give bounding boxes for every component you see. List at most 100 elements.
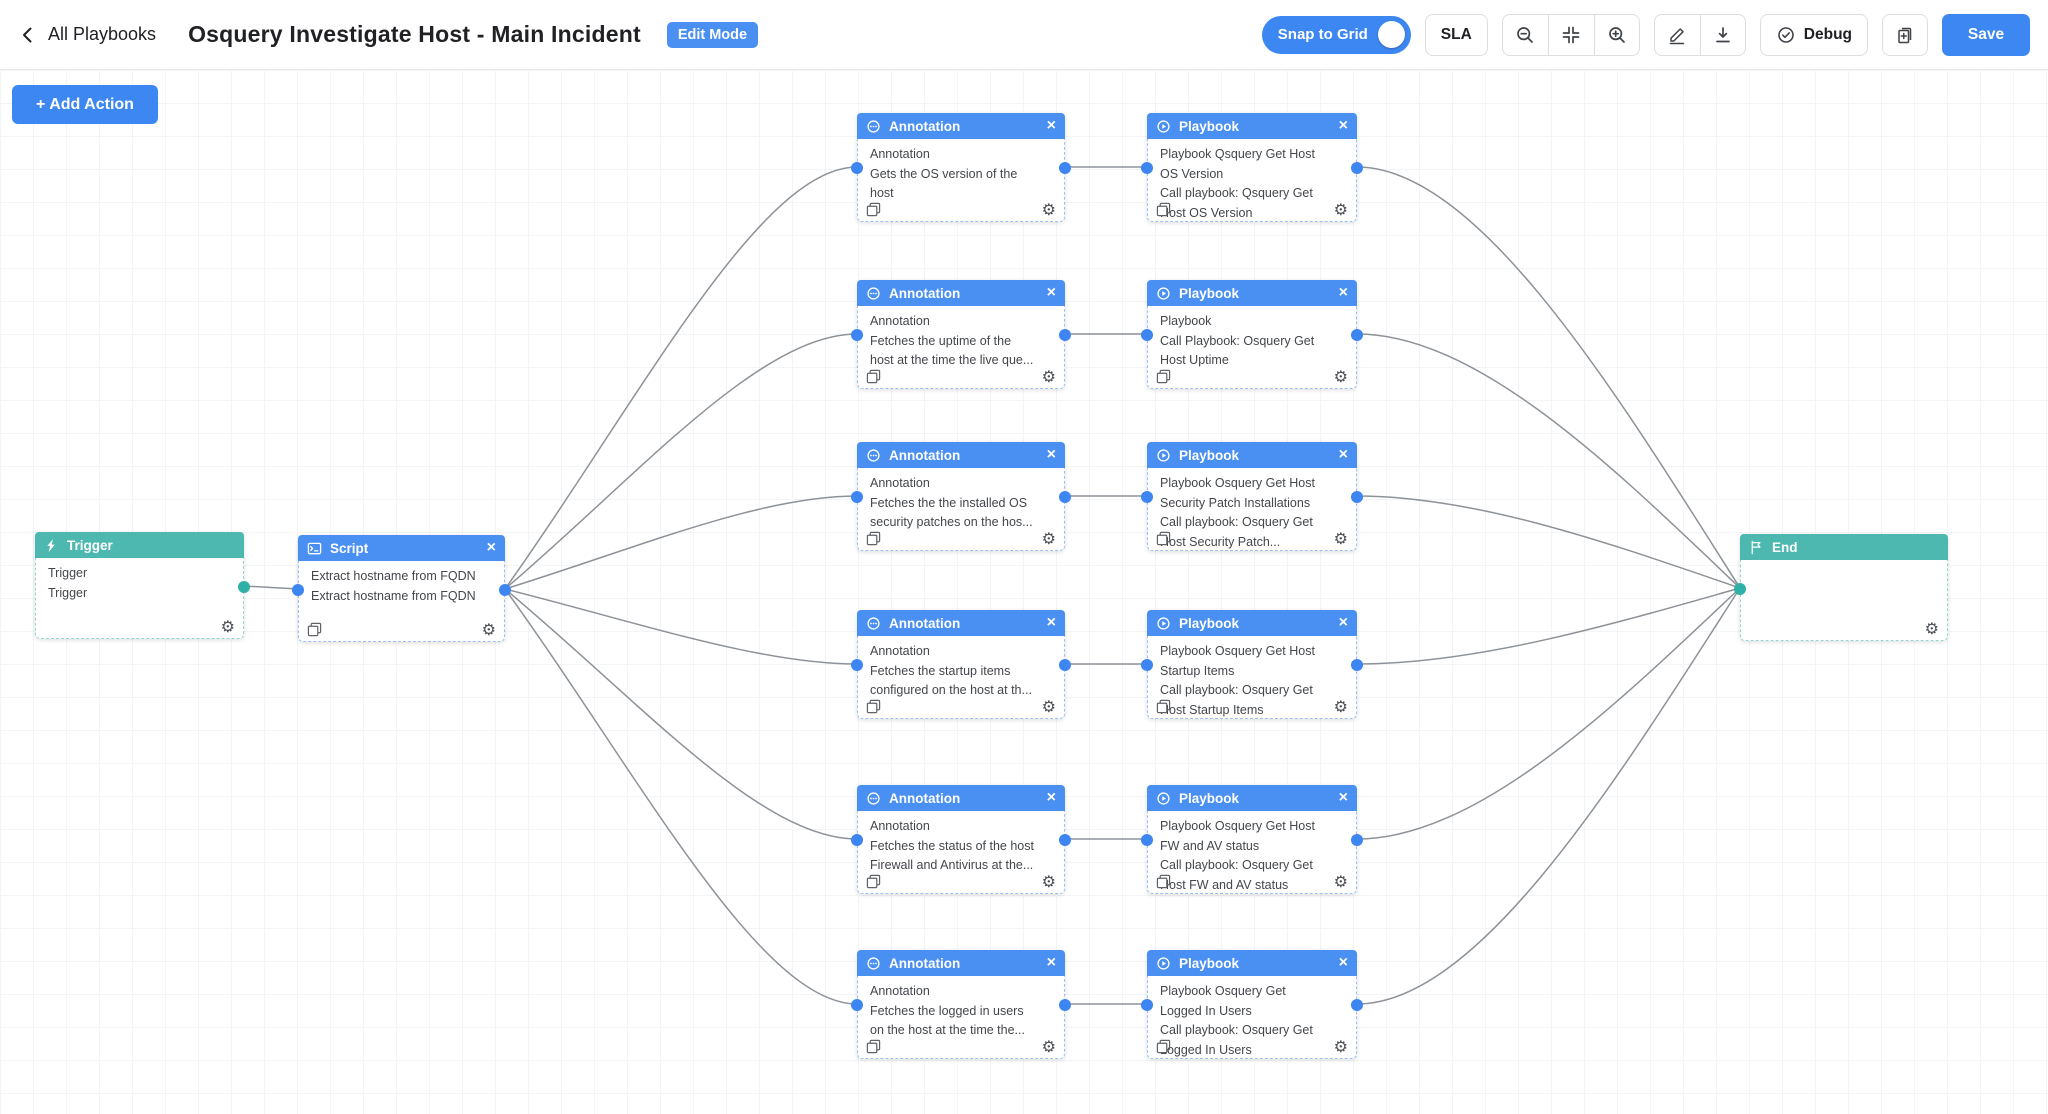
node-header[interactable]: Annotation × [857, 113, 1065, 139]
add-action-button[interactable]: + Add Action [12, 85, 158, 124]
input-connector[interactable] [1141, 329, 1153, 341]
node-playbook-1[interactable]: Playbook × Playbook Qsquery Get Host OS … [1141, 113, 1363, 222]
close-icon[interactable]: × [1046, 117, 1056, 134]
close-icon[interactable]: × [1046, 614, 1056, 631]
node-header[interactable]: Playbook × [1147, 950, 1357, 976]
node-script[interactable]: Script × Extract hostname from FQDN Extr… [292, 535, 511, 642]
copy-icon[interactable] [866, 1039, 881, 1054]
output-connector[interactable] [1059, 834, 1071, 846]
node-header[interactable]: Annotation × [857, 280, 1065, 306]
playbook-canvas[interactable]: + Add Action Trigger Trigger Trigger ⚙ S… [0, 70, 2048, 1114]
output-connector[interactable] [1059, 162, 1071, 174]
draw-button[interactable] [1653, 13, 1700, 56]
settings-gear-icon[interactable]: ⚙ [1333, 531, 1348, 548]
node-header[interactable]: Trigger [35, 532, 244, 558]
settings-gear-icon[interactable]: ⚙ [1041, 1039, 1056, 1056]
output-connector[interactable] [1059, 659, 1071, 671]
input-connector[interactable] [851, 491, 863, 503]
close-icon[interactable]: × [1046, 284, 1056, 301]
close-icon[interactable]: × [1338, 117, 1348, 134]
close-icon[interactable]: × [1338, 446, 1348, 463]
node-trigger[interactable]: Trigger Trigger Trigger ⚙ [35, 532, 250, 639]
node-annotation-6[interactable]: Annotation × Annotation Fetches the logg… [851, 950, 1071, 1059]
node-playbook-4[interactable]: Playbook × Playbook Osquery Get Host Sta… [1141, 610, 1363, 719]
node-header[interactable]: Playbook × [1147, 280, 1357, 306]
settings-gear-icon[interactable]: ⚙ [481, 622, 496, 639]
close-icon[interactable]: × [1338, 789, 1348, 806]
close-icon[interactable]: × [1046, 446, 1056, 463]
copy-icon[interactable] [866, 202, 881, 217]
input-connector[interactable] [851, 329, 863, 341]
node-header[interactable]: Playbook × [1147, 610, 1357, 636]
node-annotation-2[interactable]: Annotation × Annotation Fetches the upti… [851, 280, 1071, 389]
copy-icon[interactable] [1156, 202, 1171, 217]
node-header[interactable]: Script × [298, 535, 505, 561]
input-connector[interactable] [1141, 999, 1153, 1011]
copy-icon[interactable] [1156, 531, 1171, 546]
node-end[interactable]: End ⚙ [1734, 534, 1948, 641]
node-header[interactable]: Playbook × [1147, 113, 1357, 139]
node-annotation-3[interactable]: Annotation × Annotation Fetches the the … [851, 442, 1071, 551]
node-header[interactable]: End [1740, 534, 1948, 560]
save-button[interactable]: Save [1942, 13, 2030, 56]
input-connector[interactable] [1141, 162, 1153, 174]
input-connector[interactable] [851, 659, 863, 671]
copy-icon[interactable] [307, 622, 322, 637]
input-connector[interactable] [851, 834, 863, 846]
snap-to-grid-toggle[interactable]: Snap to Grid [1261, 15, 1411, 54]
node-header[interactable]: Annotation × [857, 785, 1065, 811]
output-connector[interactable] [1351, 834, 1363, 846]
settings-gear-icon[interactable]: ⚙ [1041, 699, 1056, 716]
input-connector[interactable] [1141, 834, 1153, 846]
node-playbook-5[interactable]: Playbook × Playbook Osquery Get Host FW … [1141, 785, 1363, 894]
zoom-out-button[interactable] [1501, 13, 1548, 56]
node-header[interactable]: Annotation × [857, 950, 1065, 976]
input-connector[interactable] [292, 584, 304, 596]
settings-gear-icon[interactable]: ⚙ [1924, 621, 1939, 638]
input-connector[interactable] [1141, 491, 1153, 503]
node-header[interactable]: Annotation × [857, 442, 1065, 468]
node-annotation-1[interactable]: Annotation × Annotation Gets the OS vers… [851, 113, 1071, 222]
toggle-knob[interactable] [1377, 21, 1405, 48]
close-icon[interactable]: × [1046, 954, 1056, 971]
settings-gear-icon[interactable]: ⚙ [1041, 874, 1056, 891]
input-connector[interactable] [851, 162, 863, 174]
close-icon[interactable]: × [1338, 954, 1348, 971]
settings-gear-icon[interactable]: ⚙ [1333, 1039, 1348, 1056]
node-header[interactable]: Playbook × [1147, 785, 1357, 811]
copy-icon[interactable] [1156, 369, 1171, 384]
settings-gear-icon[interactable]: ⚙ [1333, 699, 1348, 716]
output-connector[interactable] [1059, 329, 1071, 341]
input-connector[interactable] [851, 999, 863, 1011]
copy-icon[interactable] [1156, 1039, 1171, 1054]
back-to-playbooks-button[interactable]: All Playbooks [18, 24, 156, 45]
output-connector[interactable] [1351, 162, 1363, 174]
input-connector[interactable] [1141, 659, 1153, 671]
new-document-button[interactable] [1882, 13, 1928, 56]
node-header[interactable]: Playbook × [1147, 442, 1357, 468]
node-playbook-2[interactable]: Playbook × Playbook Call Playbook: Osque… [1141, 280, 1363, 389]
node-annotation-5[interactable]: Annotation × Annotation Fetches the stat… [851, 785, 1071, 894]
zoom-in-button[interactable] [1593, 13, 1640, 56]
output-connector[interactable] [1351, 999, 1363, 1011]
output-connector[interactable] [1351, 491, 1363, 503]
download-button[interactable] [1699, 13, 1746, 56]
copy-icon[interactable] [1156, 874, 1171, 889]
settings-gear-icon[interactable]: ⚙ [1333, 202, 1348, 219]
node-header[interactable]: Annotation × [857, 610, 1065, 636]
input-connector[interactable] [1734, 583, 1746, 595]
fit-to-screen-button[interactable] [1547, 13, 1594, 56]
copy-icon[interactable] [866, 874, 881, 889]
sla-button[interactable]: SLA [1424, 13, 1488, 56]
copy-icon[interactable] [866, 369, 881, 384]
close-icon[interactable]: × [1046, 789, 1056, 806]
settings-gear-icon[interactable]: ⚙ [1333, 369, 1348, 386]
close-icon[interactable]: × [1338, 614, 1348, 631]
node-playbook-6[interactable]: Playbook × Playbook Osquery Get Logged I… [1141, 950, 1363, 1059]
debug-button[interactable]: Debug [1759, 13, 1868, 56]
copy-icon[interactable] [866, 531, 881, 546]
node-annotation-4[interactable]: Annotation × Annotation Fetches the star… [851, 610, 1071, 719]
output-connector[interactable] [1059, 491, 1071, 503]
settings-gear-icon[interactable]: ⚙ [1041, 202, 1056, 219]
settings-gear-icon[interactable]: ⚙ [1041, 369, 1056, 386]
